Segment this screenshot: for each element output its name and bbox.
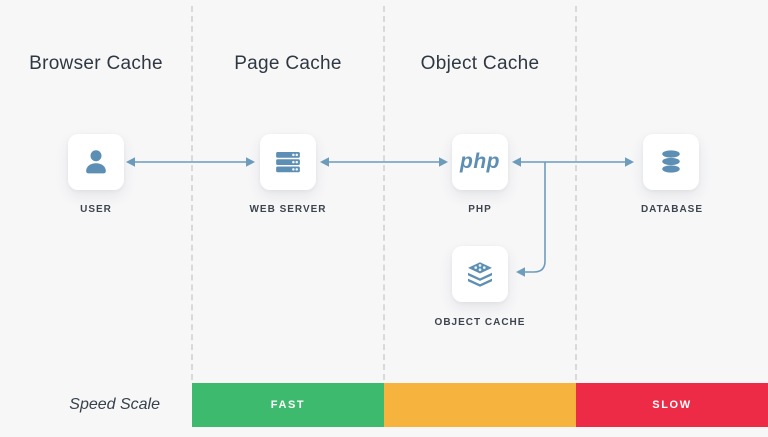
node-card-object-cache (452, 246, 508, 302)
node-card-user (68, 134, 124, 190)
php-logo: php (460, 150, 500, 173)
heading-object-cache: Object Cache (420, 53, 540, 74)
node-label-user: USER (80, 204, 112, 215)
node-card-php: php (452, 134, 508, 190)
speed-scale-bar: FAST SLOW (192, 383, 768, 427)
heading-browser-cache: Browser Cache (29, 53, 163, 74)
heading-page-cache: Page Cache (234, 53, 342, 74)
node-label-web-server: WEB SERVER (249, 204, 327, 215)
node-label-object-cache: OBJECT CACHE (434, 317, 526, 328)
node-label-database: DATABASE (640, 204, 704, 215)
node-card-web-server (260, 134, 316, 190)
user-icon (81, 147, 111, 177)
column-divider (575, 6, 577, 380)
database-icon (656, 147, 686, 177)
node-card-database (643, 134, 699, 190)
server-icon (273, 147, 303, 177)
column-divider (383, 6, 385, 380)
cache-stack-icon (464, 258, 496, 290)
speed-segment-fast: FAST (192, 383, 384, 427)
column-divider (191, 6, 193, 380)
node-label-php: PHP (468, 204, 492, 215)
speed-segment-medium (384, 383, 576, 427)
speed-scale-label: Speed Scale (69, 396, 160, 413)
speed-segment-slow: SLOW (576, 383, 768, 427)
